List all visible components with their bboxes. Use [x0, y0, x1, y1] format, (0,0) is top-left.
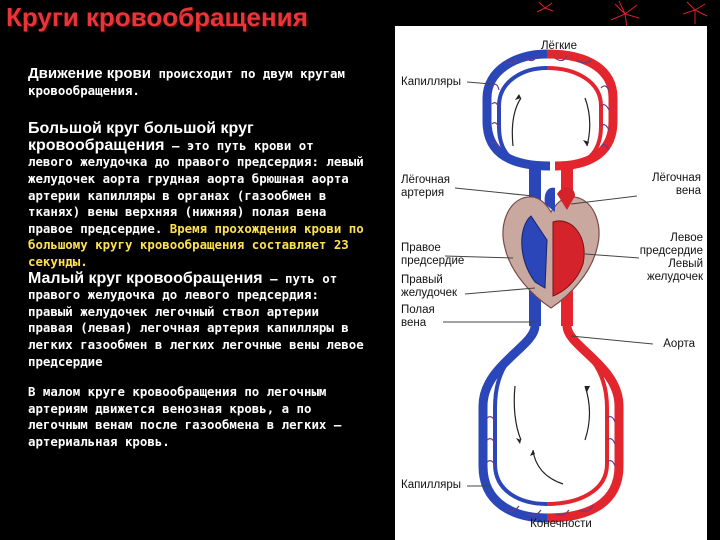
label-right-ventricle: Правый желудочек: [401, 274, 458, 299]
label-leaders: [443, 81, 654, 487]
slide-title: Круги кровообращения: [6, 2, 308, 32]
intro-lead: Движение крови: [28, 65, 151, 82]
label-capillaries-bottom: Капилляры: [401, 479, 462, 491]
label-capillaries-top: Капилляры: [401, 76, 462, 88]
label-pulmonary-vein: Лёгочная вена: [652, 172, 701, 197]
fireworks-decoration: [536, 0, 708, 29]
heart-icon: [502, 187, 600, 309]
pulmonary-vein-vessel: [546, 49, 618, 171]
lung-capillary-inner-left: [497, 66, 548, 168]
text-column: Движение крови происходит по двум кругам…: [28, 65, 364, 450]
systemic-paragraph: Большой круг большой круг кровообращения…: [28, 120, 364, 270]
label-vena-cava: Полая вена: [401, 304, 435, 329]
pulmonary-lead: Малый круг кровообращения: [28, 269, 263, 287]
pulmonary-paragraph: Малый круг кровообращения – путь от прав…: [28, 269, 364, 371]
label-pulmonary-artery: Лёгочная артерия: [401, 174, 450, 199]
systemic-inner-right: [546, 342, 609, 506]
systemic-inner-left: [493, 342, 548, 506]
pulmonary-text: – путь от правого желудочка до левого пр…: [28, 270, 364, 369]
note-paragraph: В малом круге кровообращения по легочным…: [28, 384, 342, 449]
systemic-text: – это путь крови от левого желудочка до …: [28, 137, 364, 236]
circulation-drawing: [443, 49, 654, 523]
intro-paragraph: Движение крови происходит по двум кругам…: [28, 65, 364, 99]
label-lungs: Лёгкие: [541, 40, 577, 52]
circulation-diagram: Лёгкие Капилляры Лёгочная артерия Лёгочн…: [395, 26, 707, 540]
lung-capillary-mesh: [490, 55, 610, 151]
body-capillary-mesh: [486, 416, 616, 516]
label-left-atrium-ventricle: Левое предсердие Левый желудочек: [639, 232, 703, 283]
intro-text: происходит по двум кругам кровообращения…: [28, 66, 345, 98]
label-aorta: Аорта: [663, 338, 695, 350]
systemic-time: Время прохождения крови по большому круг…: [28, 220, 364, 269]
label-limbs: Конечности: [530, 518, 592, 530]
lung-capillary-inner-right: [546, 66, 603, 168]
systemic-lead: Большой круг большой круг кровообращения: [28, 120, 254, 154]
label-right-atrium: Правое предсердие: [401, 242, 465, 267]
pulmonary-artery-vessel: [482, 49, 551, 171]
